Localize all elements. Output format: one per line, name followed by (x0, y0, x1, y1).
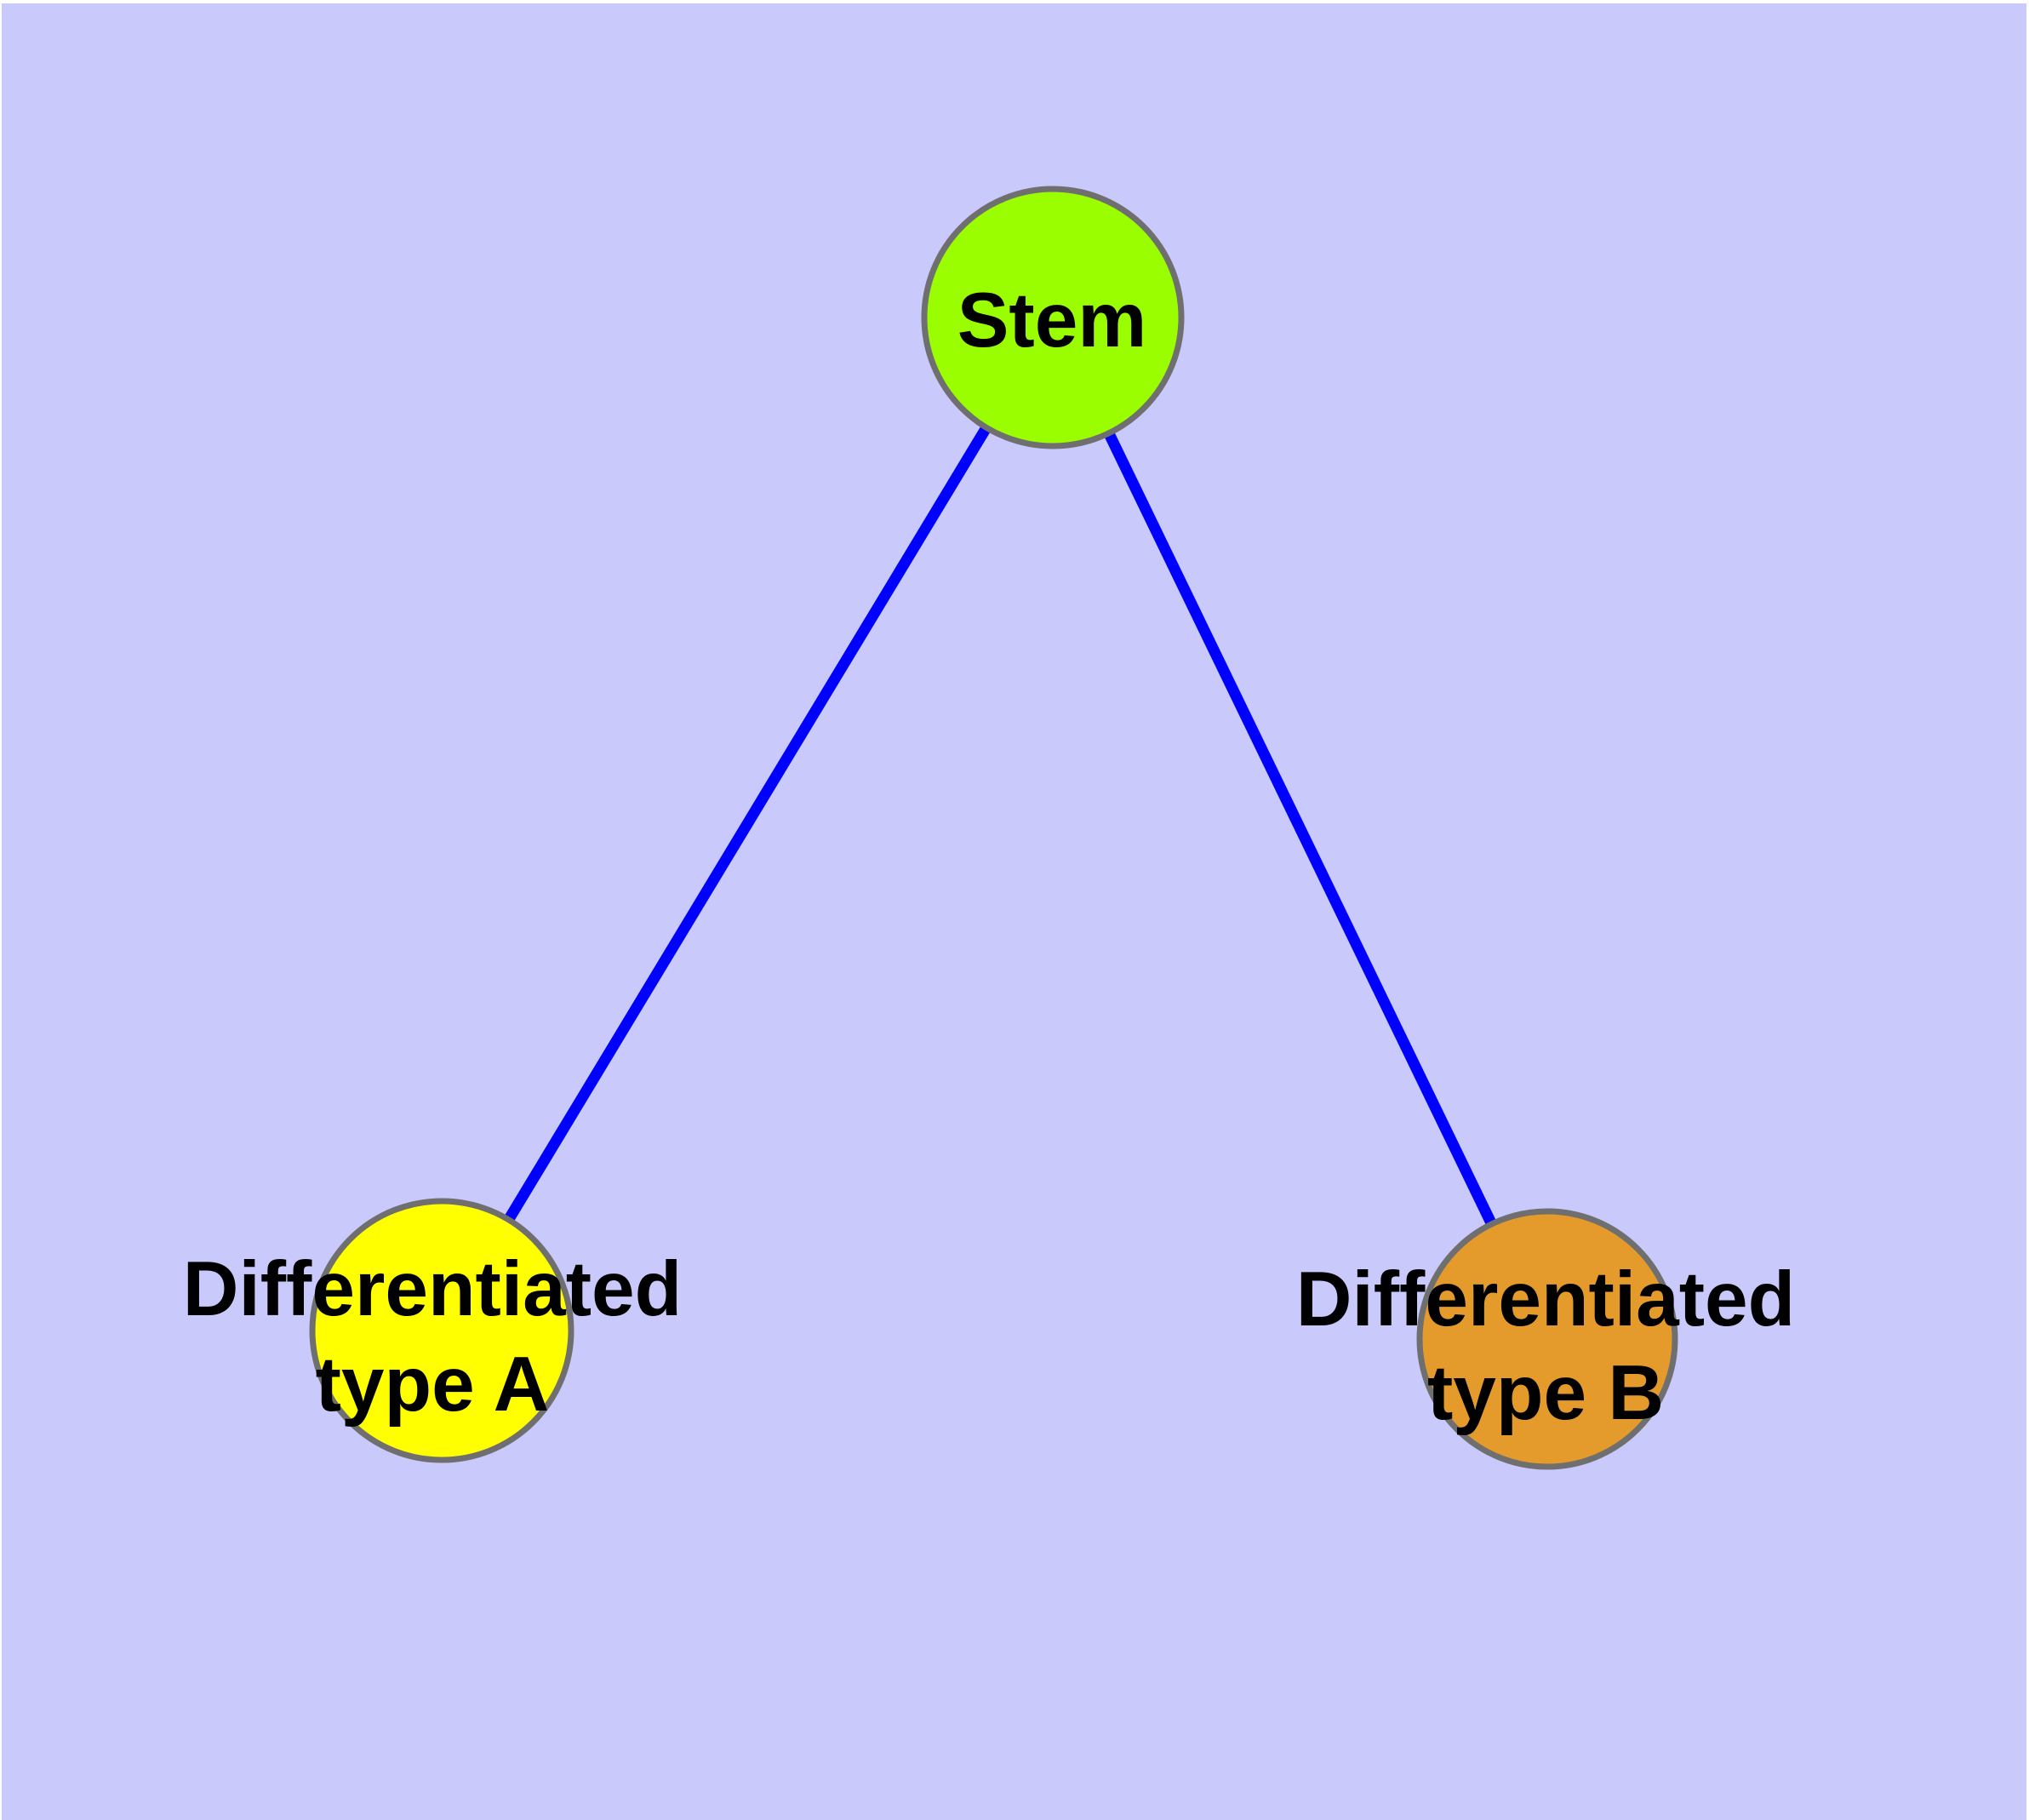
node-group (309, 186, 1678, 1470)
stem-node-circle (921, 186, 1185, 449)
label-group: Stem Differentiated type A Differentiate… (183, 278, 1796, 1436)
edge-stem-to-type-a (437, 314, 1058, 1334)
stem-node-label: Stem (957, 278, 1147, 363)
edge-stem-to-type-b (1048, 315, 1552, 1342)
type-b-label-line1: Differentiated (1296, 1256, 1796, 1342)
type-a-label-line2: type A (316, 1342, 550, 1428)
type-b-label-line2: type B (1427, 1350, 1664, 1436)
type-a-label-line1: Differentiated (183, 1246, 683, 1332)
type-a-node-circle (309, 1198, 574, 1463)
edge-group (437, 314, 1552, 1342)
type-b-node-circle (1416, 1208, 1678, 1470)
